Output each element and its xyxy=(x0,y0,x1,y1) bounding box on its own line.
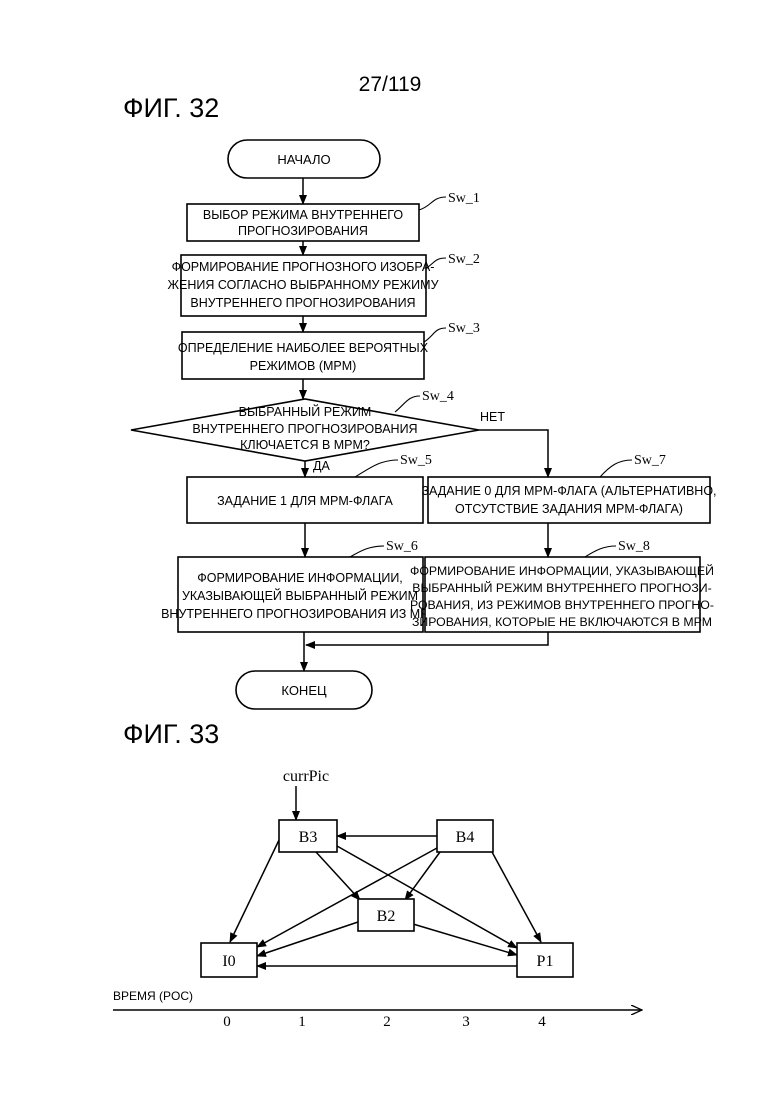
step-sw8-line4: ЗИРОВАНИЯ, КОТОРЫЕ НЕ ВКЛЮЧАЮТСЯ В MPM xyxy=(412,615,712,629)
step-sw8-line1: ФОРМИРОВАНИЕ ИНФОРМАЦИИ, УКАЗЫВАЮЩЕЙ xyxy=(410,563,714,578)
time-tick-4: 4 xyxy=(538,1014,546,1030)
step-sw5-label: Sw_5 xyxy=(400,453,432,468)
step-sw2-line1: ФОРМИРОВАНИЕ ПРОГНОЗНОГО ИЗОБРА- xyxy=(172,260,435,274)
arrow-b4-b2 xyxy=(405,852,440,900)
step-sw6-label: Sw_6 xyxy=(386,539,418,554)
sw6-leader xyxy=(350,546,384,557)
picture-b4-label: B4 xyxy=(456,829,475,846)
step-sw6-line3: ВНУТРЕННЕГО ПРОГНОЗИРОВАНИЯ ИЗ MPM xyxy=(161,607,439,621)
arrow-b3-p1 xyxy=(337,846,517,948)
step-sw3-line1: ОПРЕДЕЛЕНИЕ НАИБОЛЕЕ ВЕРОЯТНЫХ xyxy=(178,341,429,355)
time-tick-3: 3 xyxy=(462,1014,470,1030)
decision-sw4-label: Sw_4 xyxy=(422,389,454,404)
step-sw6-line1: ФОРМИРОВАНИЕ ИНФОРМАЦИИ, xyxy=(197,571,403,585)
decision-yes-label: ДА xyxy=(313,459,330,473)
picture-b3-label: B3 xyxy=(299,829,318,846)
fig32-title: ФИГ. 32 xyxy=(123,93,219,123)
step-sw2-label: Sw_2 xyxy=(448,252,480,267)
step-sw1-line2: ПРОГНОЗИРОВАНИЯ xyxy=(238,224,368,238)
time-axis-label: ВРЕМЯ (POC) xyxy=(113,989,193,1003)
step-sw8-line3: РОВАНИЯ, ИЗ РЕЖИМОВ ВНУТРЕННЕГО ПРОГНО- xyxy=(410,598,714,612)
step-sw1-line1: ВЫБОР РЕЖИМА ВНУТРЕННЕГО xyxy=(203,208,403,222)
fig32-flowchart: ФИГ. 32 НАЧАЛО ВЫБОР РЕЖИМА ВНУТРЕННЕГО … xyxy=(123,93,717,709)
sw5-leader xyxy=(355,460,398,477)
picture-b2-label: B2 xyxy=(377,908,396,925)
decision-no-label: НЕТ xyxy=(480,410,505,424)
sw8-leader xyxy=(585,546,616,557)
step-sw3-line2: РЕЖИМОВ (MPM) xyxy=(250,359,357,373)
step-sw2-line2: ЖЕНИЯ СОГЛАСНО ВЫБРАННОМУ РЕЖИМУ xyxy=(167,278,438,292)
sw7-leader xyxy=(600,460,632,477)
fig33-title: ФИГ. 33 xyxy=(123,719,219,749)
step-sw2-line3: ВНУТРЕННЕГО ПРОГНОЗИРОВАНИЯ xyxy=(190,296,415,310)
time-tick-1: 1 xyxy=(298,1014,306,1030)
arrow-sw4-sw7 xyxy=(479,430,548,477)
arrow-b4-p1 xyxy=(492,852,541,942)
time-tick-0: 0 xyxy=(223,1014,231,1030)
page-number: 27/119 xyxy=(359,73,422,96)
sw1-leader xyxy=(419,197,446,210)
step-sw7-line2: ОТСУТСТВИЕ ЗАДАНИЯ MPM-ФЛАГА) xyxy=(455,502,683,516)
start-label: НАЧАЛО xyxy=(277,152,330,167)
step-sw1-label: Sw_1 xyxy=(448,191,480,206)
end-label: КОНЕЦ xyxy=(281,683,327,698)
picture-p1-label: P1 xyxy=(537,953,554,970)
sw4-leader xyxy=(395,396,420,412)
line-sw8-merge xyxy=(306,632,548,645)
arrow-b3-b2 xyxy=(316,852,360,900)
step-sw8-label: Sw_8 xyxy=(618,539,650,554)
arrow-b4-i0 xyxy=(257,848,437,947)
step-sw7-line1: ЗАДАНИЕ 0 ДЛЯ MPM-ФЛАГА (АЛЬТЕРНАТИВНО, xyxy=(421,484,716,498)
currpic-label: currPic xyxy=(283,768,329,785)
picture-i0-label: I0 xyxy=(222,953,235,970)
sw3-leader xyxy=(424,328,446,342)
time-tick-2: 2 xyxy=(383,1014,391,1030)
step-sw7-label: Sw_7 xyxy=(634,453,666,468)
decision-sw4-line2: ВНУТРЕННЕГО ПРОГНОЗИРОВАНИЯ xyxy=(192,422,417,436)
arrow-b3-i0 xyxy=(230,838,280,942)
step-sw6-line2: УКАЗЫВАЮЩЕЙ ВЫБРАННЫЙ РЕЖИМ xyxy=(182,588,418,603)
step-sw5-line1: ЗАДАНИЕ 1 ДЛЯ MPM-ФЛАГА xyxy=(217,494,393,508)
fig33-reference-diagram: ФИГ. 33 currPic B3 B4 B2 I0 P1 ВРЕМЯ (P xyxy=(113,719,642,1030)
step-sw3-label: Sw_3 xyxy=(448,321,480,336)
decision-sw4-line3: КЛЮЧАЕТСЯ В MPM? xyxy=(240,438,370,452)
step-sw8-line2: ВЫБРАННЫЙ РЕЖИМ ВНУТРЕННЕГО ПРОГНОЗИ- xyxy=(412,580,711,595)
decision-sw4-line1: ВЫБРАННЫЙ РЕЖИМ xyxy=(239,404,372,419)
